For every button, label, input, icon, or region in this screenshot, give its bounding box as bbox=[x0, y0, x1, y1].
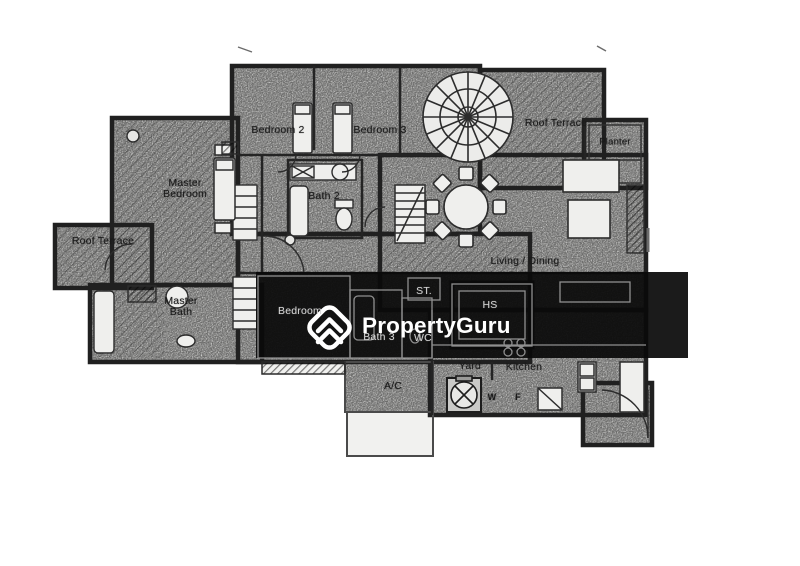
label-washer: W bbox=[487, 392, 497, 402]
door-arcs bbox=[104, 154, 649, 439]
sink-symbol bbox=[331, 163, 349, 181]
room-label-wc: WC bbox=[414, 332, 432, 344]
room-label-bedroom-1: Bedroom bbox=[277, 305, 323, 317]
propertyguru-logo-icon bbox=[307, 305, 352, 350]
column-marks bbox=[126, 45, 650, 252]
bedroom3-door-arc bbox=[341, 154, 361, 173]
room-label-master-bath: Master Bath bbox=[164, 294, 198, 318]
room-label-household-shelter: HS bbox=[482, 299, 498, 311]
corridor-door-arc bbox=[263, 235, 305, 274]
kitchen-fixtures bbox=[537, 361, 645, 413]
room-label-ac-ledge: A/C bbox=[383, 380, 403, 392]
bath2-fixtures bbox=[289, 163, 357, 237]
room-label-bath-3: Bath 3 bbox=[363, 331, 395, 343]
entry-door-arc bbox=[601, 389, 649, 439]
bathtub-symbol bbox=[93, 290, 115, 354]
terrace-door-arc bbox=[104, 243, 133, 271]
balcony-planter-strip bbox=[626, 184, 645, 254]
bath2-door-arc bbox=[364, 206, 386, 228]
room-label-bedroom-2: Bedroom 2 bbox=[251, 124, 305, 136]
room-label-roof-terrace-right: Roof Terrace bbox=[524, 117, 588, 129]
sofa-symbol bbox=[562, 159, 620, 239]
staircase-symbol bbox=[394, 184, 426, 244]
bathtub-symbol bbox=[289, 185, 309, 237]
label-fridge: F bbox=[515, 392, 521, 402]
room-label-living-dining: Living / Dining bbox=[490, 255, 560, 267]
washing-machine-symbol bbox=[446, 375, 482, 413]
watermark-brand-text: PropertyGuru bbox=[362, 313, 511, 338]
room-label-bedroom-3: Bedroom 3 bbox=[353, 124, 407, 136]
room-label-bath-2: Bath 2 bbox=[308, 190, 340, 202]
watermark-band bbox=[256, 272, 688, 358]
ac-hatch-strip bbox=[261, 361, 346, 375]
master-bath-fixtures bbox=[93, 285, 196, 354]
sink-symbol bbox=[165, 285, 189, 309]
room-label-master-bedroom: Master Bedroom bbox=[162, 176, 207, 200]
room-label-yard: Yard bbox=[458, 360, 482, 372]
bedroom2-door-arc bbox=[277, 154, 297, 173]
room-label-planter: Planter bbox=[599, 136, 631, 148]
dome-feature-icon bbox=[422, 71, 514, 163]
room-label-store: ST. bbox=[416, 285, 432, 297]
dining-table-symbol bbox=[425, 166, 507, 248]
inverted-plan-lines bbox=[257, 275, 646, 359]
room-label-kitchen: Kitchen bbox=[505, 361, 543, 373]
toilet-symbol bbox=[176, 334, 196, 348]
room-label-roof-terrace-left: Roof Terrace bbox=[71, 235, 135, 247]
